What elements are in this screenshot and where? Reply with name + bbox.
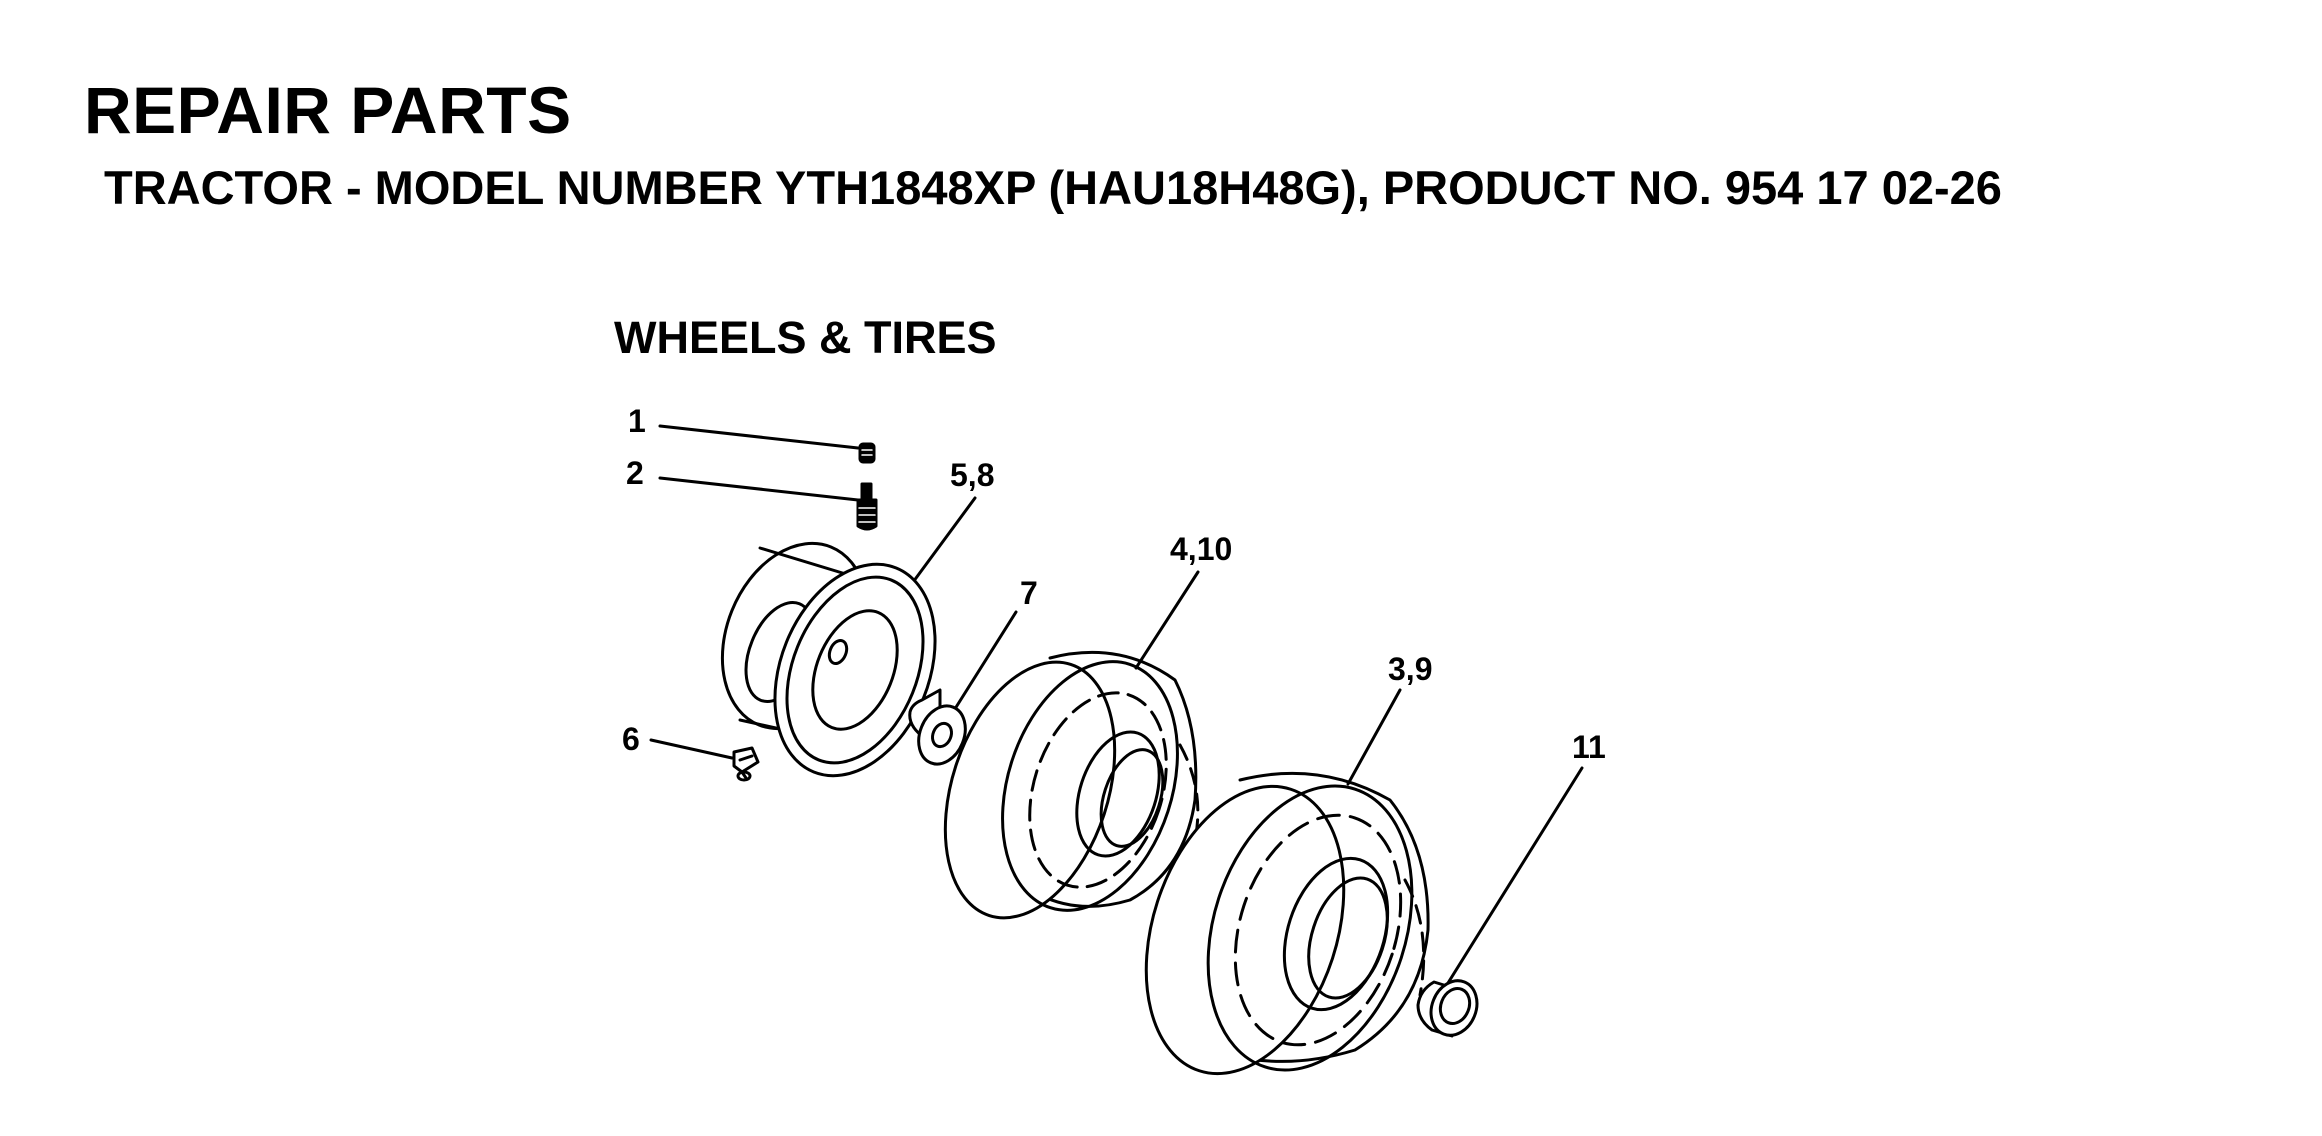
wheel-rim-part — [720, 541, 937, 778]
callout-label-1: 1 — [628, 403, 646, 439]
callout-label-3-9: 3,9 — [1388, 651, 1432, 687]
valve-cap-part — [858, 442, 876, 464]
spacer-part — [1416, 979, 1479, 1038]
callout-label-7: 7 — [1020, 575, 1038, 611]
page-title: REPAIR PARTS — [84, 73, 572, 147]
leader-lines — [649, 424, 1584, 985]
leader-line-6 — [649, 738, 734, 760]
leader-line-4-10 — [1134, 570, 1200, 670]
tire-4-10-part — [943, 650, 1200, 920]
bushing-part — [908, 688, 967, 766]
callout-label-5-8: 5,8 — [950, 457, 994, 493]
section-title: WHEELS & TIRES — [614, 312, 997, 363]
leader-line-5-8 — [903, 496, 977, 595]
callout-labels: 1 2 5,8 7 4,10 3,9 6 11 — [622, 403, 1606, 765]
leader-line-1 — [658, 424, 860, 450]
valve-stem-part — [856, 482, 878, 531]
tire-3-9-part — [1144, 771, 1430, 1076]
callout-label-2: 2 — [626, 455, 644, 491]
leader-line-7 — [951, 610, 1018, 714]
leader-line-11 — [1446, 766, 1584, 985]
callout-label-4-10: 4,10 — [1170, 531, 1232, 567]
callout-label-11: 11 — [1572, 729, 1606, 765]
grease-fitting-part — [732, 746, 760, 782]
callout-label-6: 6 — [622, 721, 640, 757]
leader-line-3-9 — [1346, 688, 1402, 786]
leader-line-2 — [658, 476, 860, 502]
page-subtitle: TRACTOR - MODEL NUMBER YTH1848XP (HAU18H… — [104, 161, 2002, 214]
